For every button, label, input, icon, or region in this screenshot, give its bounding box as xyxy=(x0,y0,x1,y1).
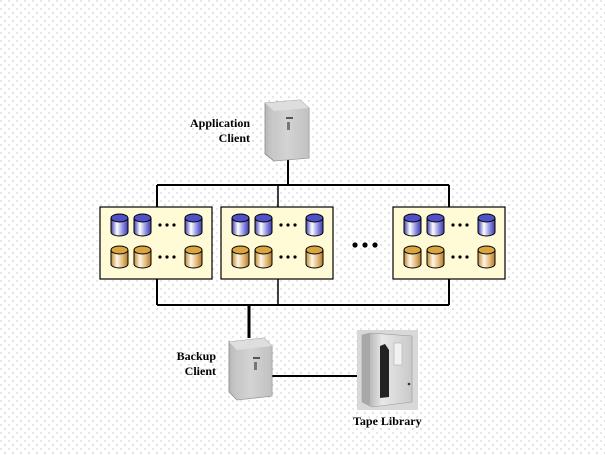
storage-group-2[interactable] xyxy=(221,207,333,279)
backup-client-label-line1: Backup xyxy=(150,349,216,364)
tape-library-label: Tape Library xyxy=(353,414,433,429)
tape-library-label-text: Tape Library xyxy=(353,414,422,428)
disk-orange-icon xyxy=(185,246,202,268)
application-client-label-line1: Application xyxy=(170,116,250,131)
disk-blue-icon xyxy=(111,214,128,236)
disk-orange-icon xyxy=(255,246,272,268)
disk-orange-icon xyxy=(427,246,444,268)
application-client-label-line2: Client xyxy=(170,131,250,146)
ellipsis-icon xyxy=(451,223,468,226)
ellipsis-icon xyxy=(158,255,175,258)
disk-orange-icon xyxy=(478,246,495,268)
disk-blue-icon xyxy=(478,214,495,236)
storage-group-n[interactable] xyxy=(393,207,505,279)
backup-client-label: Backup Client xyxy=(150,349,216,379)
disk-orange-icon xyxy=(111,246,128,268)
ellipsis-dot xyxy=(352,242,357,247)
disk-blue-icon xyxy=(232,214,249,236)
backup-client-server-icon[interactable] xyxy=(229,338,272,400)
ellipsis-dot xyxy=(372,242,377,247)
ellipsis-icon xyxy=(451,255,468,258)
disk-orange-icon xyxy=(134,246,151,268)
disk-blue-icon xyxy=(185,214,202,236)
disk-orange-icon xyxy=(232,246,249,268)
application-client-server-icon[interactable] xyxy=(265,100,309,161)
disk-blue-icon xyxy=(306,214,323,236)
disk-orange-icon xyxy=(306,246,323,268)
storage-groups xyxy=(100,207,505,279)
ellipsis-icon xyxy=(279,223,296,226)
disk-blue-icon xyxy=(427,214,444,236)
tape-library-icon[interactable] xyxy=(357,330,418,410)
ellipsis-dot xyxy=(362,242,367,247)
disk-blue-icon xyxy=(255,214,272,236)
ellipsis-between-groups xyxy=(352,242,377,247)
ellipsis-icon xyxy=(279,255,296,258)
storage-group-1[interactable] xyxy=(100,207,212,279)
backup-client-label-line2: Client xyxy=(150,364,216,379)
ellipsis-icon xyxy=(158,223,175,226)
disk-blue-icon xyxy=(404,214,421,236)
disk-orange-icon xyxy=(404,246,421,268)
application-client-label: Application Client xyxy=(170,116,250,146)
disk-blue-icon xyxy=(134,214,151,236)
